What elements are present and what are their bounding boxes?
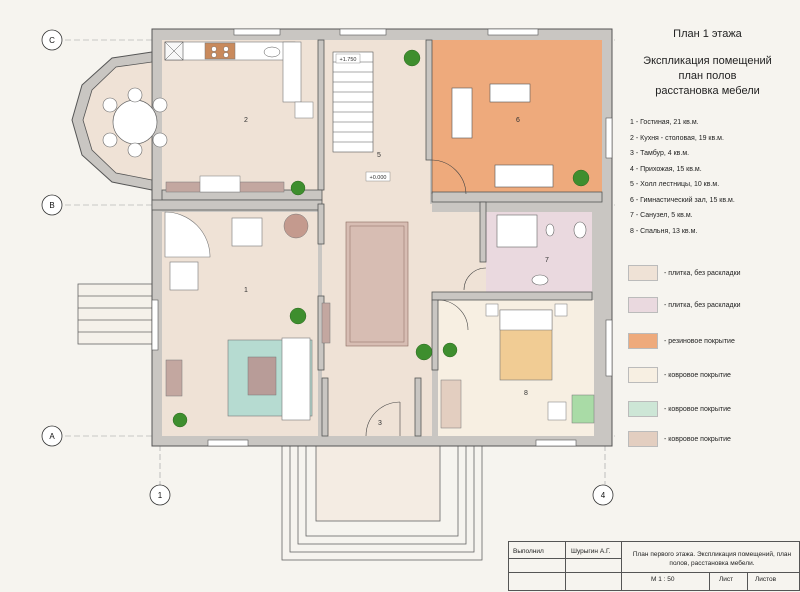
axis-row-b: B xyxy=(49,201,54,210)
legend-label: - ковровое покрытие xyxy=(664,405,731,413)
room-entry: 3 - Тамбур, 4 кв.м. xyxy=(630,150,690,157)
room-entry: 8 - Спальня, 13 кв.м. xyxy=(630,227,698,235)
legend-item: - плитка, без раскладки xyxy=(628,297,741,313)
legend-swatch xyxy=(628,297,658,313)
stamp-performed-label: Выполнил xyxy=(513,548,544,555)
legend-swatch xyxy=(628,333,658,349)
room-entry: 5 - Холл лестницы, 10 кв.м. xyxy=(630,181,720,188)
subtitle-line: план полов xyxy=(678,70,737,82)
entrance-steps xyxy=(281,444,483,561)
legend-item: - ковровое покрытие xyxy=(628,367,731,383)
legend-swatch xyxy=(628,367,658,383)
room-number-6: 6 xyxy=(516,117,520,124)
level-lower: +0.000 xyxy=(370,175,387,181)
room-entry: 1 - Гостиная, 21 кв.м. xyxy=(630,119,699,126)
corridor-floor xyxy=(432,212,486,296)
bedroom-furniture xyxy=(440,303,595,429)
page-subtitle: Экспликация помещений план полов расстан… xyxy=(620,54,795,99)
room-number-3: 3 xyxy=(378,420,382,427)
room-number-7: 7 xyxy=(545,257,549,264)
legend-item: - ковровое покрытие xyxy=(628,431,731,447)
kitchen-sofa xyxy=(165,175,285,193)
gym-equipment xyxy=(451,83,554,188)
stamp-sheets: Листов xyxy=(755,576,777,583)
staircase xyxy=(332,51,374,153)
room-entry: 7 - Санузел, 5 кв.м. xyxy=(630,212,693,219)
stamp-author: Шурыгин А.Г. xyxy=(571,548,611,555)
legend-item: - резиновое покрытие xyxy=(628,333,735,349)
room-number-1: 1 xyxy=(244,287,248,294)
stamp-scale: М 1 : 50 xyxy=(651,576,675,583)
legend-swatch xyxy=(628,401,658,417)
legend-swatch xyxy=(628,431,658,447)
axis-col-4: 4 xyxy=(601,491,606,500)
room-entry: 6 - Гимнастический зал, 15 кв.м. xyxy=(630,196,735,204)
dining-table xyxy=(102,87,168,158)
legend-item: - плитка, без раскладки xyxy=(628,265,741,281)
legend-label: - плитка, без раскладки xyxy=(664,269,741,277)
room-number-8: 8 xyxy=(524,390,528,397)
subtitle-line: расстановка мебели xyxy=(655,85,760,97)
legend-swatch xyxy=(628,265,658,281)
legend-label: - ковровое покрытие xyxy=(664,435,731,443)
room-entry: 4 - Прихожая, 15 кв.м. xyxy=(630,165,702,173)
level-upper: +1.750 xyxy=(340,57,357,63)
side-stairs xyxy=(77,283,153,345)
windows xyxy=(151,28,613,447)
room-entry: 2 - Кухня - столовая, 19 кв.м. xyxy=(630,134,724,142)
room-number-2: 2 xyxy=(244,117,248,124)
hall-rug xyxy=(345,221,409,347)
legend-label: - плитка, без раскладки xyxy=(664,301,741,309)
living-furniture xyxy=(164,211,331,421)
room-number-5: 5 xyxy=(377,152,381,159)
stamp-sheet: Лист xyxy=(719,576,734,583)
legend-label: - ковровое покрытие xyxy=(664,371,731,379)
plants xyxy=(172,49,590,428)
axis-row-a: A xyxy=(49,432,55,441)
room-explication: 1 - Гостиная, 21 кв.м. 2 - Кухня - столо… xyxy=(630,115,735,239)
legend-item: - ковровое покрытие xyxy=(628,401,731,417)
subtitle-line: Экспликация помещений xyxy=(643,55,772,67)
legend-label: - резиновое покрытие xyxy=(664,337,735,345)
page-title: План 1 этажа xyxy=(673,28,742,40)
axis-col-1: 1 xyxy=(158,491,163,500)
axis-row-c: C xyxy=(49,36,55,45)
bathroom-fixtures xyxy=(496,214,587,286)
stamp-description: План первого этажа. Экспликация помещени… xyxy=(632,551,792,567)
doors xyxy=(365,159,487,437)
title-block: Выполнил Шурыгин А.Г. План первого этажа… xyxy=(508,541,800,591)
interior-walls xyxy=(151,39,603,437)
kitchen-counter xyxy=(164,41,314,119)
